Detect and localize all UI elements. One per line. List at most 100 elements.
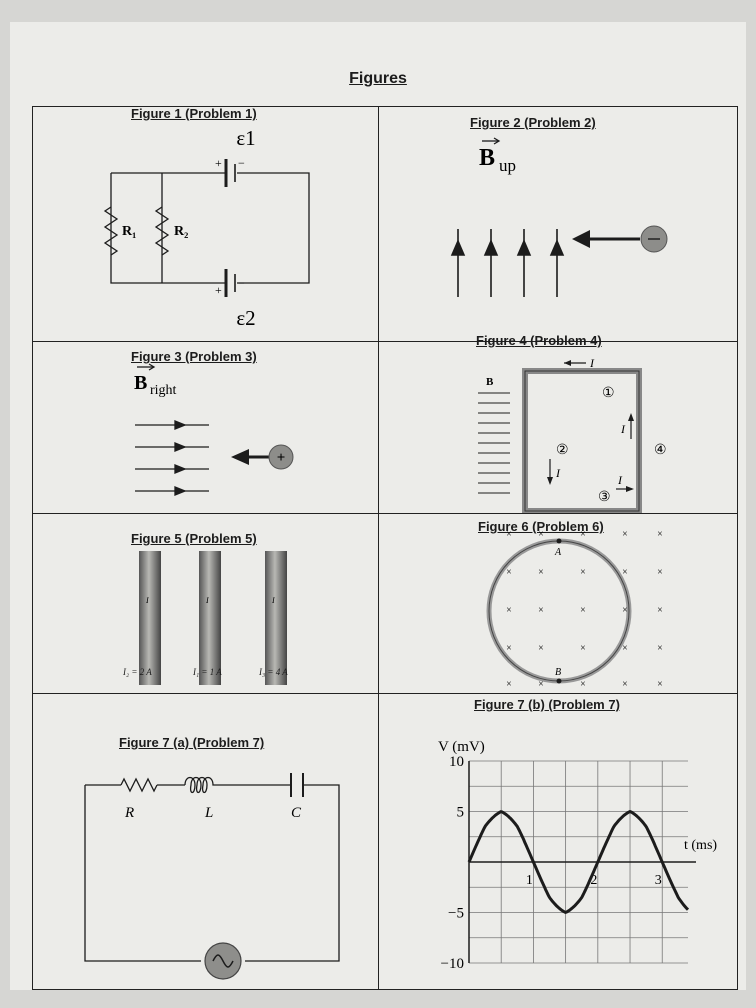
resistor-r2 (154, 206, 170, 256)
figure-6-caption: Figure 6 (Problem 6) (478, 519, 604, 534)
field-into-page-mark: × (622, 567, 628, 578)
wire-2 (139, 551, 161, 685)
capacitor-label: C (291, 805, 302, 821)
x-tick-label: 3 (655, 873, 662, 888)
battery-bottom (224, 269, 236, 297)
figure-4-cell: Figure 4 (Problem 4) B I I (378, 333, 739, 513)
wire-3 (265, 551, 287, 685)
resistor (120, 777, 158, 793)
field-into-page-mark: × (506, 643, 512, 654)
y-tick-label: −5 (448, 906, 464, 922)
figure-5-caption: Figure 5 (Problem 5) (131, 531, 257, 546)
resistor-label: R (124, 805, 134, 821)
r2-label: R₂ (174, 224, 188, 239)
fig1-wire (110, 172, 310, 284)
worksheet-page: Figures Figure 1 (Problem 1) (10, 22, 746, 990)
wire-2-current: I (145, 596, 149, 605)
figure-7b-caption: Figure 7 (b) (Problem 7) (474, 697, 620, 712)
field-into-page-mark: × (657, 679, 663, 690)
field-into-page-mark: × (657, 643, 663, 654)
r1-label: R₁ (122, 224, 136, 239)
field-into-page-mark: × (580, 567, 586, 578)
figure-1-circuit: ε1 ε2 + − + − R₁ R₂ (103, 126, 310, 330)
field-lines-up (450, 229, 565, 297)
field-into-page-mark: × (580, 643, 586, 654)
field-into-page-mark: × (538, 529, 544, 540)
current-label-right: I (620, 422, 626, 436)
x-axis-label: t (ms) (684, 838, 717, 853)
field-into-page-mark: × (580, 529, 586, 540)
minus-sign: − (238, 276, 245, 290)
field-lines-right (135, 420, 209, 496)
y-tick-label: −10 (441, 956, 464, 972)
grid-divider-vertical (378, 107, 379, 989)
figure-1-cell: Figure 1 (Problem 1) ε1 ε2 (33, 106, 378, 341)
field-into-page-mark: × (622, 643, 628, 654)
fig7a-wire (84, 784, 340, 962)
figure-3-caption: Figure 3 (Problem 3) (131, 349, 257, 364)
voltage-series-line (467, 809, 690, 915)
field-into-page-mark: × (622, 605, 628, 616)
point-a-dot (556, 538, 562, 544)
wire-1 (199, 551, 221, 685)
page-title: Figures (349, 70, 407, 87)
field-into-page-mark: × (622, 679, 628, 690)
velocity-arrow (231, 449, 249, 465)
figure-7a-cell: Figure 7 (a) (Problem 7) R L C (33, 693, 378, 991)
current-label-left: I (555, 466, 561, 480)
current-label-top: I (589, 356, 595, 370)
point-a-label: A (554, 547, 562, 558)
field-into-page-mark: × (538, 679, 544, 690)
figure-7a-circuit: R L C (84, 773, 340, 980)
figure-5-cell: Figure 5 (Problem 5) I I I I₂ = 2 A I₁ =… (33, 513, 378, 693)
field-into-page-mark: × (538, 643, 544, 654)
wire-3-label: I₃ = 4 A (259, 667, 288, 677)
figure-4-caption: Figure 4 (Problem 4) (476, 333, 602, 348)
field-subscript: right (150, 383, 177, 398)
figure-2-caption: Figure 2 (Problem 2) (470, 115, 596, 130)
field-into-page-mark: × (538, 567, 544, 578)
inductor-label: L (204, 805, 213, 821)
point-1: ① (602, 386, 615, 401)
field-into-page-mark: × (506, 567, 512, 578)
emf-2-label: ε2 (236, 306, 255, 330)
y-tick-label: 5 (457, 805, 465, 821)
x-tick-label: 2 (590, 873, 597, 888)
current-loop (522, 368, 642, 513)
velocity-arrow (572, 230, 590, 248)
y-axis-label: V (mV) (438, 739, 485, 755)
figure-4-diagram: B I I I (478, 356, 667, 513)
emf-1-label: ε1 (236, 126, 255, 150)
x-tick-label: 1 (526, 873, 533, 888)
field-into-page-mark: × (506, 529, 512, 540)
field-b-label: B (479, 145, 495, 171)
plus-sign: + (215, 283, 222, 297)
minus-sign: − (238, 156, 245, 170)
field-b-label: B (486, 376, 494, 388)
field-into-page-mark: × (538, 605, 544, 616)
field-subscript: up (499, 156, 516, 175)
inductor (184, 776, 229, 794)
field-into-page-mark: × (506, 679, 512, 690)
figure-3-cell: Figure 3 (Problem 3) B right + (33, 341, 378, 513)
figure-grid: Figure 1 (Problem 1) ε1 ε2 (32, 106, 738, 990)
field-into-page-mark: × (657, 605, 663, 616)
wire-1-current: I (205, 596, 209, 605)
figure-1-caption: Figure 1 (Problem 1) (131, 106, 257, 121)
field-into-page-mark: × (657, 567, 663, 578)
battery-top (224, 159, 236, 187)
field-into-page-mark: × (622, 529, 628, 540)
field-b-label: B (134, 372, 147, 394)
plus-sign: + (215, 156, 222, 170)
field-into-page-mark: × (580, 679, 586, 690)
charged-particle (268, 444, 294, 470)
figure-5-diagram: I I I (139, 551, 287, 685)
sine-wave-icon (212, 954, 234, 968)
field-into-page-mark: × (657, 529, 663, 540)
grid-divider-1 (33, 341, 737, 342)
wire-2-label: I₂ = 2 A (123, 667, 152, 677)
point-b-label: B (555, 667, 561, 678)
point-3: ③ (598, 490, 611, 505)
